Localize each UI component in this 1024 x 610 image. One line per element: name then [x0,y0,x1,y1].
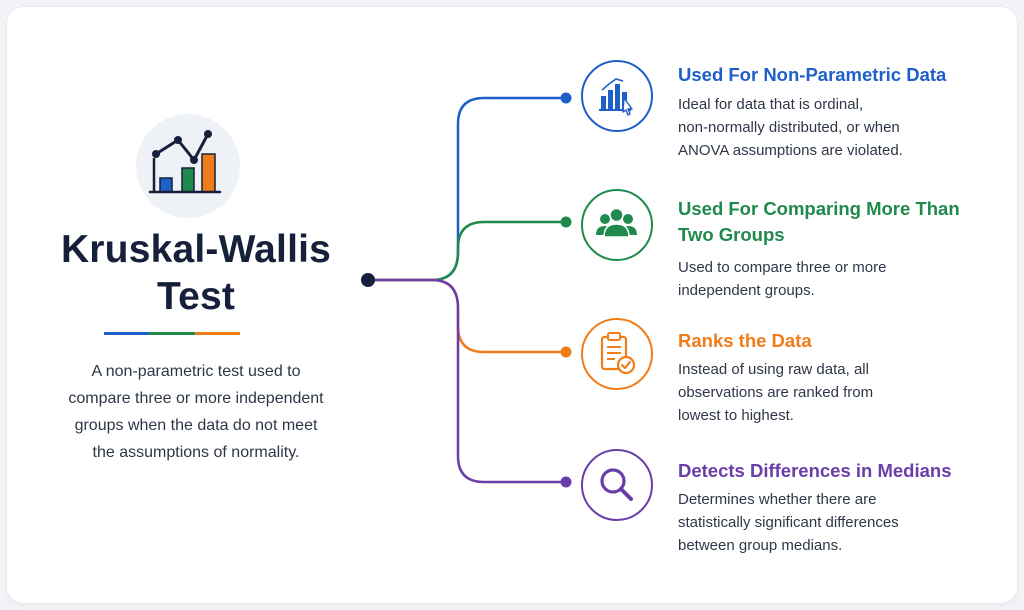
item-description: Instead of using raw data, all observati… [678,358,998,427]
item-title: Detects Differences in Medians [678,458,998,484]
item-desc-line: lowest to highest. [678,407,794,424]
bar-chart-cursor-icon [581,60,653,132]
item-desc-line: Used to compare three or more [678,259,887,276]
description-line: groups when the data do not meet [74,417,318,434]
color-divider [104,332,240,335]
item-desc-line: ANOVA assumptions are violated. [678,142,903,159]
item-desc-line: between group medians. [678,537,843,554]
item-desc-line: observations are ranked from [678,384,874,401]
connector-green [368,220,566,282]
test-description: A non-parametric test used to compare th… [40,358,352,466]
item-desc-line: Determines whether there are [678,491,877,508]
infographic-card [7,7,1017,603]
connector-blue [368,96,566,282]
item-desc-line: statistically significant differences [678,514,899,531]
item-description: Used to compare three or more independen… [678,256,998,302]
group-people-icon [581,189,653,261]
magnifier-icon [581,449,653,521]
connector-purple [368,278,566,484]
item-title-line: Used For Comparing More Than [678,198,960,219]
connector-orange [368,278,566,354]
bar-line-chart-icon [136,114,240,218]
item-desc-line: non-normally distributed, or when [678,119,900,136]
item-title-line: Detects Differences in Medians [678,460,952,481]
item-desc-line: Ideal for data that is ordinal, [678,96,864,113]
title-line: Kruskal-Wallis [60,228,332,271]
item-title-line: Ranks the Data [678,330,812,351]
page-title: Kruskal-Wallis Test [40,226,352,320]
item-title: Ranks the Data [678,328,998,354]
end-dot-purple [560,476,572,488]
item-title-line: Two Groups [678,224,785,245]
item-desc-line: Instead of using raw data, all [678,361,869,378]
title-line: Test [156,275,236,318]
end-dot-green [560,216,572,228]
item-title: Used For Non-Parametric Data [678,62,998,88]
description-line: A non-parametric test used to [91,363,301,380]
item-title: Used For Comparing More Than Two Groups [678,196,998,248]
hub-dot [361,273,375,287]
clipboard-check-icon [581,318,653,390]
end-dot-blue [560,92,572,104]
item-title-line: Used For Non-Parametric Data [678,64,947,85]
item-description: Ideal for data that is ordinal, non-norm… [678,93,998,162]
item-description: Determines whether there are statistical… [678,488,998,557]
item-desc-line: independent groups. [678,282,815,299]
end-dot-orange [560,346,572,358]
description-line: compare three or more independent [68,390,324,407]
description-line: the assumptions of normality. [92,444,300,461]
